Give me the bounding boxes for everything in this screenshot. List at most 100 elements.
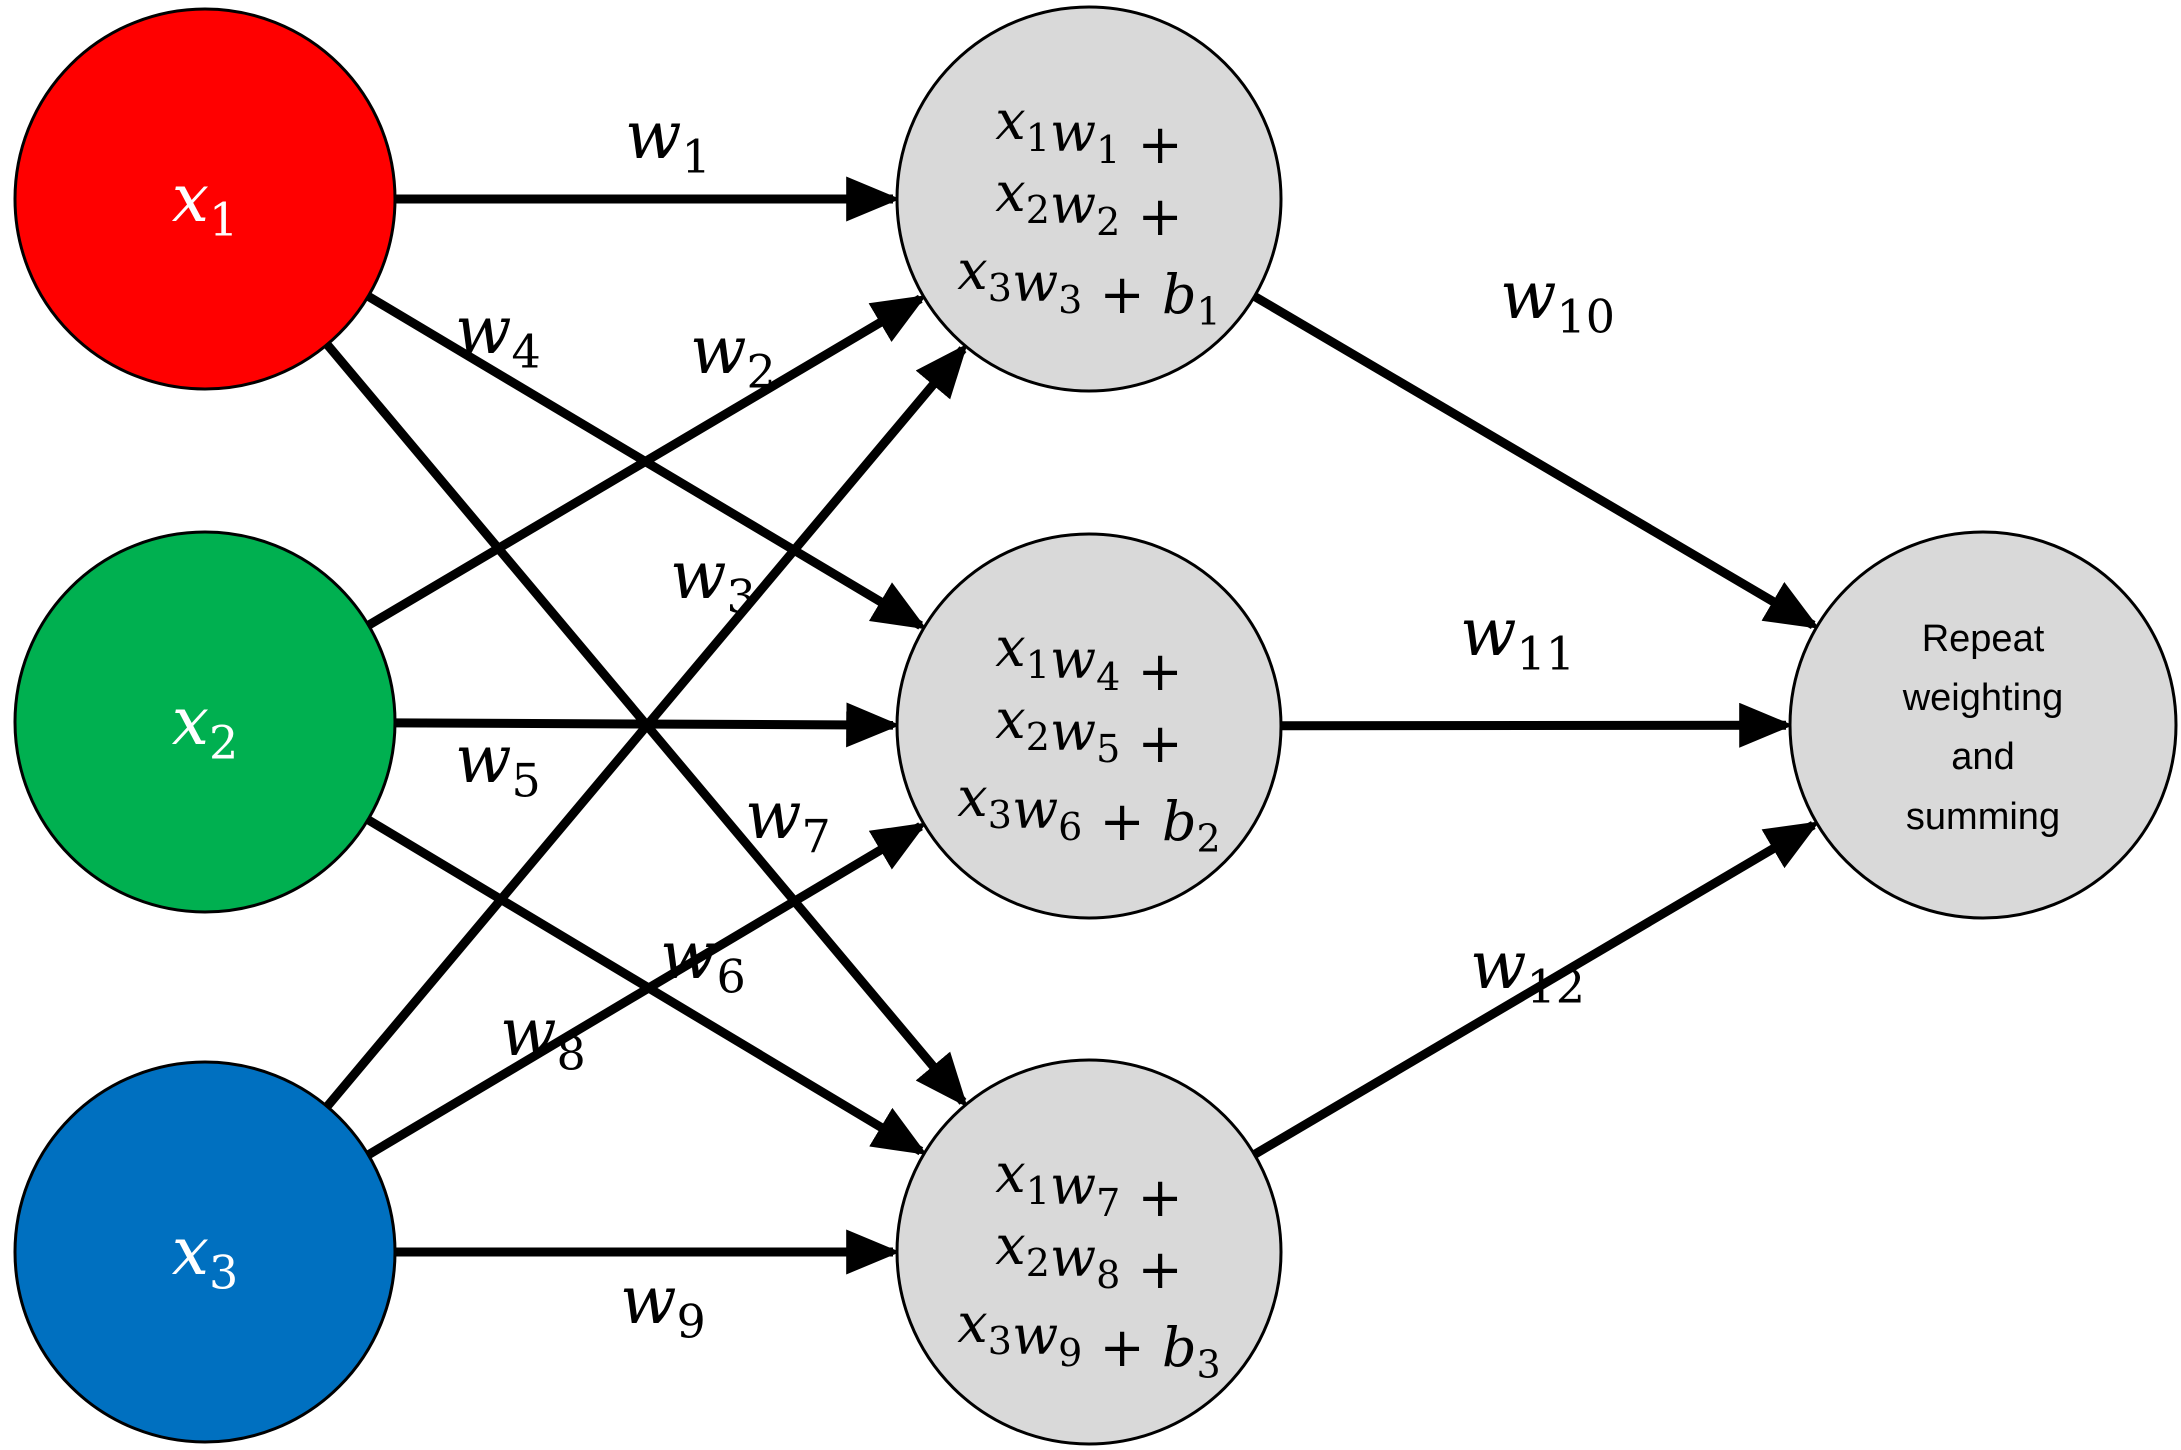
input-node-x2: x2 <box>13 530 397 914</box>
subscript: 1 <box>1026 1169 1050 1213</box>
subscript: 6 <box>717 950 746 1004</box>
hidden-formula-line: x2w8 + <box>995 1214 1183 1301</box>
operator: + <box>1120 1166 1182 1229</box>
subscript: 2 <box>1197 817 1221 861</box>
symbol: x <box>995 688 1025 751</box>
weight-label-w8: w8 <box>500 994 586 1081</box>
edge-x1-to-hidden2 <box>365 292 927 630</box>
input-circle <box>13 530 397 914</box>
symbol: b <box>1162 1316 1197 1379</box>
subscript: 4 <box>512 325 541 379</box>
subscript: 5 <box>1096 727 1120 771</box>
subscript: 1 <box>682 130 711 184</box>
edge-x2-to-hidden3 <box>365 815 928 1156</box>
symbol: w <box>625 97 682 174</box>
input-node-x1: x1 <box>13 7 397 391</box>
subscript: 10 <box>1557 290 1616 344</box>
subscript: 5 <box>512 754 541 808</box>
input-label: x2 <box>172 683 239 770</box>
symbol: x <box>957 239 987 302</box>
operator: + <box>1120 185 1182 248</box>
subscript: 1 <box>1026 116 1050 160</box>
subscript: 7 <box>1096 1181 1120 1225</box>
subscript: 8 <box>1096 1253 1120 1297</box>
weight-label-w7: w7 <box>745 777 831 864</box>
subscript: 6 <box>1058 805 1082 849</box>
hidden-node-2: x1w4 +x2w5 +x3w6 + b2 <box>895 532 1283 920</box>
hidden-circle <box>895 5 1283 393</box>
input-label: x1 <box>172 160 239 247</box>
edge-hidden3-to-output <box>1252 821 1820 1159</box>
subscript: 1 <box>209 193 238 247</box>
operator: + <box>1082 1316 1162 1379</box>
hidden-formula-line: x1w1 + <box>995 89 1183 176</box>
symbol: w <box>670 537 727 614</box>
hidden-formula-line: x3w3 + b1 <box>957 239 1220 334</box>
weight-label-w12: w12 <box>1470 927 1585 1014</box>
subscript: 1 <box>1197 290 1221 334</box>
hidden-formula-line: x1w7 + <box>995 1142 1183 1229</box>
output-text-line: Repeat <box>1922 618 2045 660</box>
subscript: 2 <box>1026 715 1050 759</box>
symbol: w <box>1050 628 1096 691</box>
symbol: x <box>957 766 987 829</box>
subscript: 2 <box>209 716 238 770</box>
symbol: w <box>1050 700 1096 763</box>
symbol: w <box>1050 1154 1096 1217</box>
symbol: w <box>660 917 717 994</box>
subscript: 11 <box>1517 627 1576 681</box>
subscript: 9 <box>677 1295 706 1349</box>
symbol: x <box>995 161 1025 224</box>
operator: + <box>1120 640 1182 703</box>
symbol: w <box>1012 251 1058 314</box>
subscript: 3 <box>988 1319 1012 1363</box>
subscript: 1 <box>1026 643 1050 687</box>
subscript: 3 <box>1197 1343 1221 1387</box>
connections <box>323 176 1820 1275</box>
edge-hidden1-to-output <box>1252 292 1820 629</box>
operator: + <box>1120 113 1182 176</box>
subscript: 4 <box>1096 655 1120 699</box>
weight-label-w2: w2 <box>690 312 776 399</box>
weight-label-w3: w3 <box>670 537 756 624</box>
symbol: w <box>745 777 802 854</box>
symbol: w <box>1470 927 1527 1004</box>
subscript: 3 <box>209 1246 238 1300</box>
subscript: 3 <box>988 266 1012 310</box>
subscript: 2 <box>747 345 776 399</box>
hidden-formula-line: x2w2 + <box>995 161 1183 248</box>
symbol: x <box>172 683 209 760</box>
symbol: x <box>957 1292 987 1355</box>
edge-x1-to-hidden3 <box>323 341 968 1108</box>
output-text-line: weighting <box>1902 677 2064 719</box>
symbol: x <box>995 1142 1025 1205</box>
subscript: 9 <box>1058 1331 1082 1375</box>
hidden-formula-line: x3w9 + b3 <box>957 1292 1220 1387</box>
input-node-x3: x3 <box>13 1060 397 1444</box>
symbol: w <box>1500 257 1557 334</box>
weight-label-w9: w9 <box>620 1262 706 1349</box>
input-label: x3 <box>172 1213 239 1300</box>
weight-label-w1: w1 <box>625 97 711 184</box>
subscript: 2 <box>1026 1241 1050 1285</box>
operator: + <box>1082 790 1162 853</box>
symbol: w <box>620 1262 677 1339</box>
subscript: 8 <box>557 1027 586 1081</box>
hidden-formula-line: x3w6 + b2 <box>957 766 1220 861</box>
output-text-line: and <box>1951 736 2014 778</box>
edge-hidden2-to-output <box>1280 702 1794 748</box>
hidden-node-1: x1w1 +x2w2 +x3w3 + b1 <box>895 5 1283 393</box>
symbol: w <box>1012 778 1058 841</box>
symbol: x <box>995 1214 1025 1277</box>
subscript: 2 <box>1096 200 1120 244</box>
symbol: w <box>1050 101 1096 164</box>
operator: + <box>1120 712 1182 775</box>
weight-label-w10: w10 <box>1500 257 1615 344</box>
symbol: b <box>1162 263 1197 326</box>
operator: + <box>1082 263 1162 326</box>
hidden-circle <box>895 1058 1283 1446</box>
